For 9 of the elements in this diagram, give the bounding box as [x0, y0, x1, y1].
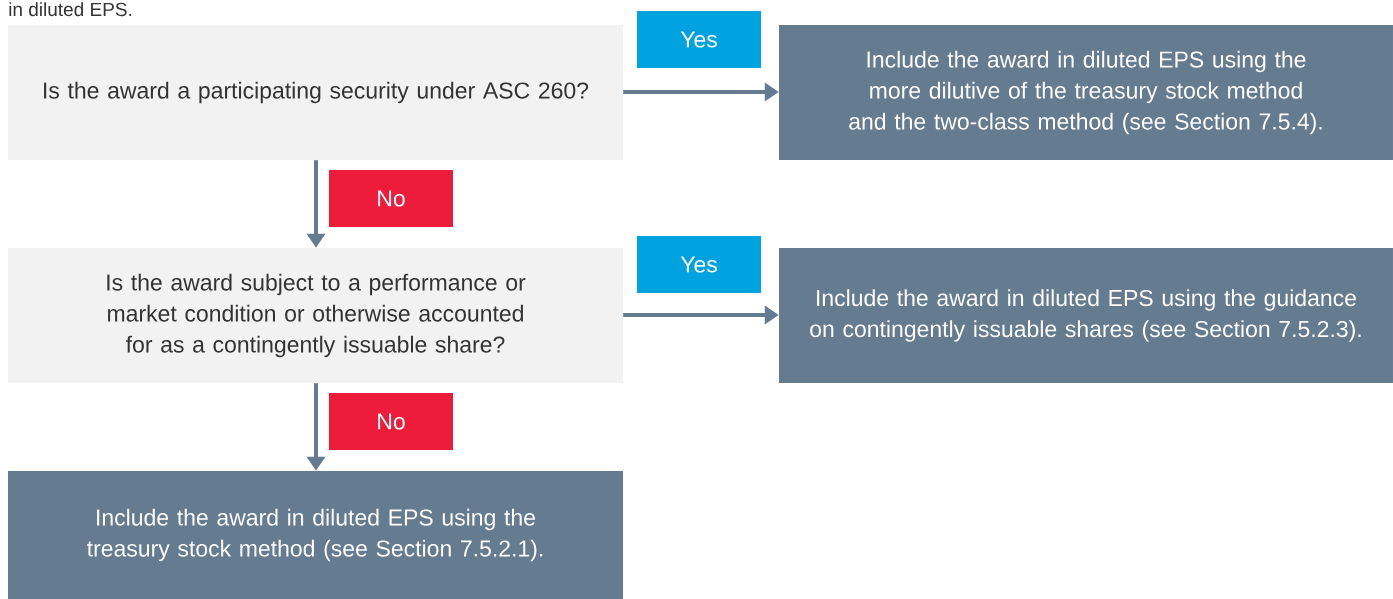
result-box: Include the award in diluted EPS using the more dilutive of the treasury stock method and the two-class method (see Section 7.5.4). [779, 25, 1393, 160]
result-box: Include the award in diluted EPS using the treasury stock method (see Section 7.5.2.1). [8, 471, 623, 599]
question-box: Is the award a participating security under ASC 260? [8, 25, 623, 160]
edge-label: Yes [637, 11, 761, 68]
edge-label: No [329, 393, 453, 450]
edge-label: Yes [637, 236, 761, 293]
question-box: Is the award subject to a performance or market condition or otherwise accounted for as a contingently issuable share? [8, 248, 623, 383]
result-box: Include the award in diluted EPS using the guidance on contingently issuable shares (see Section 7.5.2.3). [779, 248, 1393, 383]
edge-label: No [329, 170, 453, 227]
